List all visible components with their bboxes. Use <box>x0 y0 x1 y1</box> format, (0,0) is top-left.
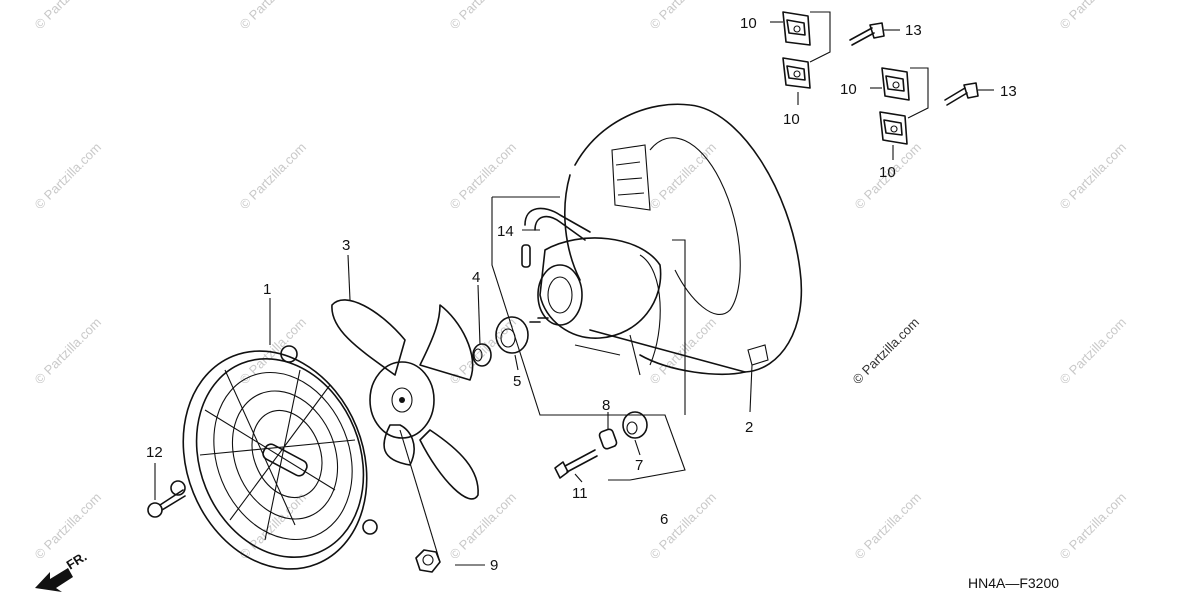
part-4-collar[interactable] <box>472 343 492 367</box>
part-10-clip-nut[interactable] <box>782 11 811 46</box>
part-3-fan-blade[interactable] <box>331 299 479 500</box>
diagram-code: HN4A—F3200 <box>968 575 1059 591</box>
part-10-clip-nut[interactable] <box>782 57 811 89</box>
callout-12: 12 <box>146 444 163 461</box>
watermark: © Partzilla.com <box>32 140 105 213</box>
watermark: © Partzilla.com <box>32 490 105 563</box>
part-9-nut[interactable] <box>415 549 441 573</box>
part-13-bolt[interactable] <box>849 22 885 46</box>
watermark: © Partzilla.com <box>1057 0 1130 32</box>
callout-1: 1 <box>263 281 271 298</box>
callout-10: 10 <box>840 81 857 98</box>
watermark: © Partzilla.com <box>850 315 923 388</box>
callout-3: 3 <box>342 237 350 254</box>
leader-lines <box>154 11 994 566</box>
callout-10: 10 <box>783 111 800 128</box>
part-7-grommet[interactable] <box>622 411 648 439</box>
callout-14: 14 <box>497 223 514 240</box>
callout-11: 11 <box>572 485 588 502</box>
callout-5: 5 <box>513 373 521 390</box>
callout-labels: 1 2 3 4 5 6 7 8 9 10 10 10 10 11 12 13 1… <box>146 15 1017 574</box>
callout-9: 9 <box>490 557 498 574</box>
part-10-clip-nut[interactable] <box>881 67 910 101</box>
callout-2: 2 <box>745 419 753 436</box>
part-13-bolt[interactable] <box>944 82 979 106</box>
callout-4: 4 <box>472 269 480 286</box>
part-8-collar[interactable] <box>598 428 618 450</box>
watermark: © Partzilla.com <box>447 0 520 32</box>
watermark: © Partzilla.com <box>447 490 520 563</box>
watermark: © Partzilla.com <box>1057 140 1130 213</box>
watermark: © Partzilla.com <box>1057 490 1130 563</box>
part-1-fan-guard[interactable] <box>151 323 398 597</box>
callout-13: 13 <box>905 22 922 39</box>
part-10-clip-nut[interactable] <box>879 111 908 145</box>
watermark: © Partzilla.com <box>237 140 310 213</box>
part-6-fan-motor[interactable] <box>521 207 662 376</box>
watermark: © Partzilla.com <box>237 0 310 32</box>
part-2-fan-shroud[interactable] <box>564 103 803 376</box>
callout-8: 8 <box>602 397 610 414</box>
watermark: © Partzilla.com <box>1057 315 1130 388</box>
callout-10: 10 <box>740 15 757 32</box>
watermark: © Partzilla.com <box>32 315 105 388</box>
watermark: © Partzilla.com <box>852 490 925 563</box>
callout-7: 7 <box>635 457 643 474</box>
callout-10: 10 <box>879 164 896 181</box>
watermark: © Partzilla.com <box>647 490 720 563</box>
part-11-bolt[interactable] <box>554 449 598 479</box>
callout-13: 13 <box>1000 83 1017 100</box>
watermark: © Partzilla.com <box>647 315 720 388</box>
watermark: © Partzilla.com <box>447 140 520 213</box>
watermark: © Partzilla.com <box>647 140 720 213</box>
watermark: © Partzilla.com <box>647 0 720 32</box>
watermark: © Partzilla.com <box>32 0 105 32</box>
part-12-screw[interactable] <box>147 489 186 518</box>
callout-6: 6 <box>660 511 668 528</box>
